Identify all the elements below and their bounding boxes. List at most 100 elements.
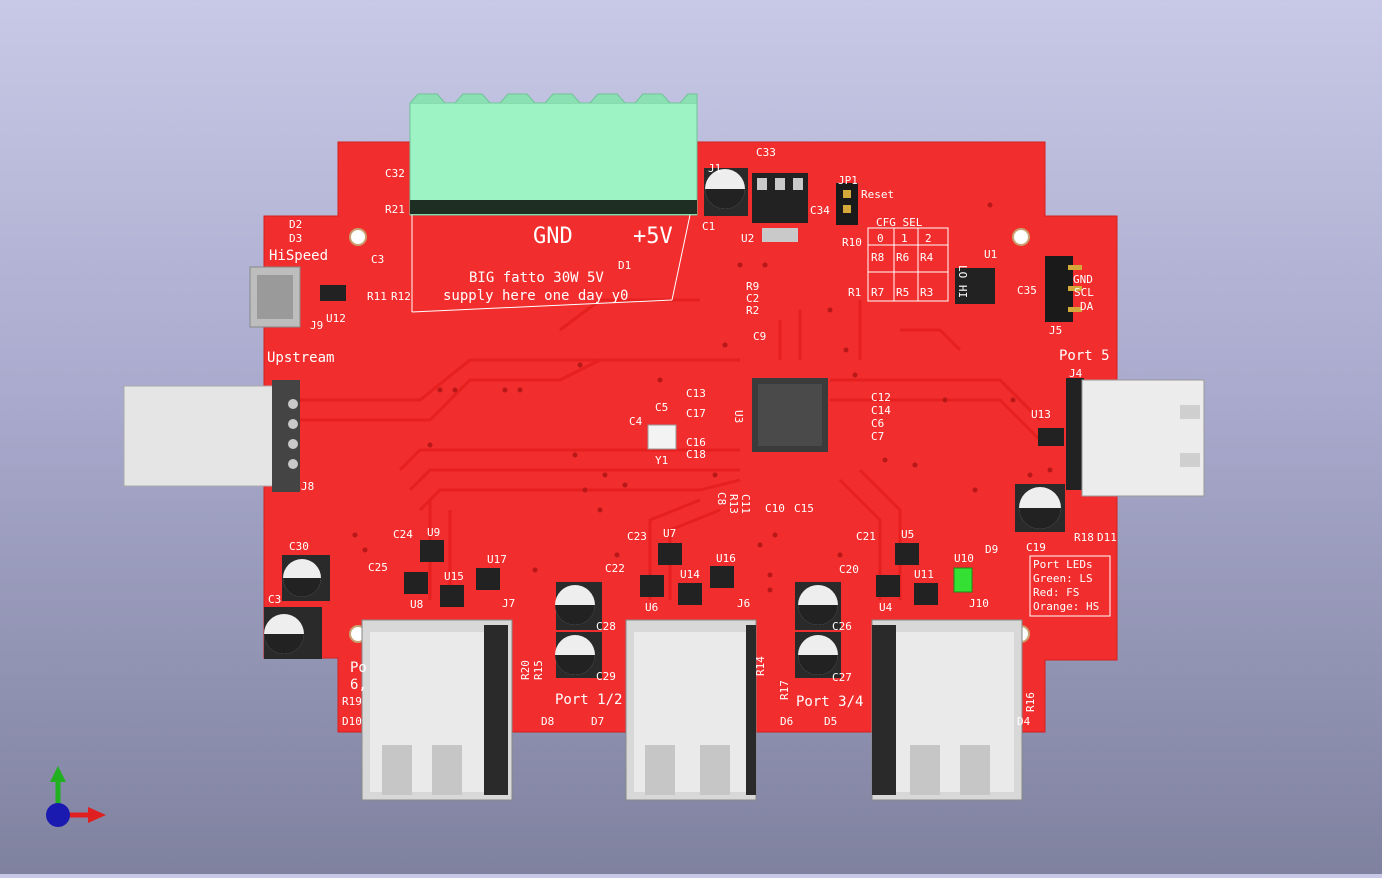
ref-c22: C22 xyxy=(605,562,625,575)
ref-d1: D1 xyxy=(618,259,631,272)
ref-u5: U5 xyxy=(901,528,914,541)
port-leds-legend-box xyxy=(1029,555,1111,617)
ref-u8: U8 xyxy=(410,598,423,611)
ref-r16: R16 xyxy=(1024,692,1037,712)
port67-number-partial: 6, xyxy=(350,677,367,693)
ref-u11: U11 xyxy=(914,568,934,581)
ref-d10: D10 xyxy=(342,715,362,728)
ref-r15: R15 xyxy=(532,660,545,680)
usb-connector-j7 xyxy=(361,619,513,801)
ic-u14 xyxy=(678,583,702,605)
i2c-scl-label: SCL xyxy=(1074,286,1094,299)
ref-u3: U3 xyxy=(732,410,745,423)
ref-c14: C14 xyxy=(871,404,891,417)
ref-c29: C29 xyxy=(596,670,616,683)
ref-y1: Y1 xyxy=(655,454,668,467)
ic-u11 xyxy=(914,583,938,605)
usb-connector-j4 xyxy=(1066,378,1205,497)
ref-u2: U2 xyxy=(741,232,754,245)
ref-c12: C12 xyxy=(871,391,891,404)
legend-line-1: Port LEDs xyxy=(1033,558,1093,571)
ref-c13: C13 xyxy=(686,387,706,400)
ref-r12: R12 xyxy=(391,290,411,303)
ic-u7 xyxy=(658,543,682,565)
i2c-gnd-label: GND xyxy=(1073,273,1093,286)
usb-connector-j10 xyxy=(871,619,1023,801)
ic-u15 xyxy=(440,585,464,607)
crystal-y1 xyxy=(647,424,677,450)
capacitor-c19 xyxy=(1015,484,1065,532)
ref-d5: D5 xyxy=(824,715,837,728)
ref-c16: C16 xyxy=(686,436,706,449)
mounting-hole xyxy=(1012,228,1030,246)
psu-note-line1: BIG fatto 30W 5V xyxy=(469,270,604,286)
ref-c25: C25 xyxy=(368,561,388,574)
ref-u17: U17 xyxy=(487,553,507,566)
ref-u16: U16 xyxy=(716,552,736,565)
plus5v-label: +5V xyxy=(633,224,673,249)
ref-r8: R8 xyxy=(871,251,884,264)
ref-d9: D9 xyxy=(985,543,998,556)
led-u10-green xyxy=(953,567,973,593)
ref-j1: J1 xyxy=(708,162,721,175)
ref-jp1: JP1 xyxy=(838,174,858,187)
ref-j7: J7 xyxy=(502,597,515,610)
mounting-hole xyxy=(349,228,367,246)
ref-u14: U14 xyxy=(680,568,700,581)
ref-j4: J4 xyxy=(1069,367,1083,380)
ic-u5 xyxy=(895,543,919,565)
legend-line-4: Orange: HS xyxy=(1033,600,1099,613)
capacitor-c29 xyxy=(555,632,602,678)
pcb-traces xyxy=(300,298,1042,600)
ref-r1: R1 xyxy=(848,286,861,299)
ref-r18: R18 xyxy=(1074,531,1094,544)
ref-c34: C34 xyxy=(810,204,830,217)
ref-c30: C30 xyxy=(289,540,309,553)
usb-connector-j8 xyxy=(123,380,300,492)
cfg-sel-label: CFG_SEL xyxy=(876,216,923,229)
ref-c5: C5 xyxy=(655,401,668,414)
ref-d2: D2 xyxy=(289,218,302,231)
hub-controller-u3 xyxy=(752,378,828,452)
port5-label: Port 5 xyxy=(1059,348,1110,364)
ref-u6: U6 xyxy=(645,601,658,614)
ref-d7: D7 xyxy=(591,715,604,728)
ref-u1: U1 xyxy=(984,248,997,261)
ref-c3: C3 xyxy=(371,253,384,266)
ref-c20: C20 xyxy=(839,563,859,576)
ref-d11: D11 xyxy=(1097,531,1117,544)
ic-u17 xyxy=(476,568,500,590)
capacitor-c27 xyxy=(795,632,841,678)
ref-j6: J6 xyxy=(737,597,750,610)
ref-c21: C21 xyxy=(856,530,876,543)
microusb-j9 xyxy=(249,266,301,328)
ref-c15: C15 xyxy=(794,502,814,515)
legend-line-2: Green: LS xyxy=(1033,572,1093,585)
ref-c31: C3 xyxy=(268,593,281,606)
ref-c27: C27 xyxy=(832,671,852,684)
ref-u15: U15 xyxy=(444,570,464,583)
cfg-col-2: 2 xyxy=(925,232,932,245)
ref-r9: R9 xyxy=(746,280,759,293)
capacitor-c28 xyxy=(555,582,602,630)
terminal-block-j1 xyxy=(409,93,698,313)
ref-c24: C24 xyxy=(393,528,413,541)
ref-c26: C26 xyxy=(832,620,852,633)
ref-d6: D6 xyxy=(780,715,793,728)
ref-j5: J5 xyxy=(1049,324,1062,337)
ref-u9: U9 xyxy=(427,526,440,539)
cfg-col-0: 0 xyxy=(877,232,884,245)
cfg-sel-box xyxy=(867,227,949,302)
ref-d3: D3 xyxy=(289,232,302,245)
ref-r13: R13 xyxy=(727,494,740,514)
ref-c18: C18 xyxy=(686,448,706,461)
ref-c33: C33 xyxy=(756,146,776,159)
ref-c1: C1 xyxy=(702,220,715,233)
ref-c10: C10 xyxy=(765,502,785,515)
ref-r3: R3 xyxy=(920,286,933,299)
ref-r4: R4 xyxy=(920,251,934,264)
legend-line-3: Red: FS xyxy=(1033,586,1079,599)
ref-d8: D8 xyxy=(541,715,554,728)
